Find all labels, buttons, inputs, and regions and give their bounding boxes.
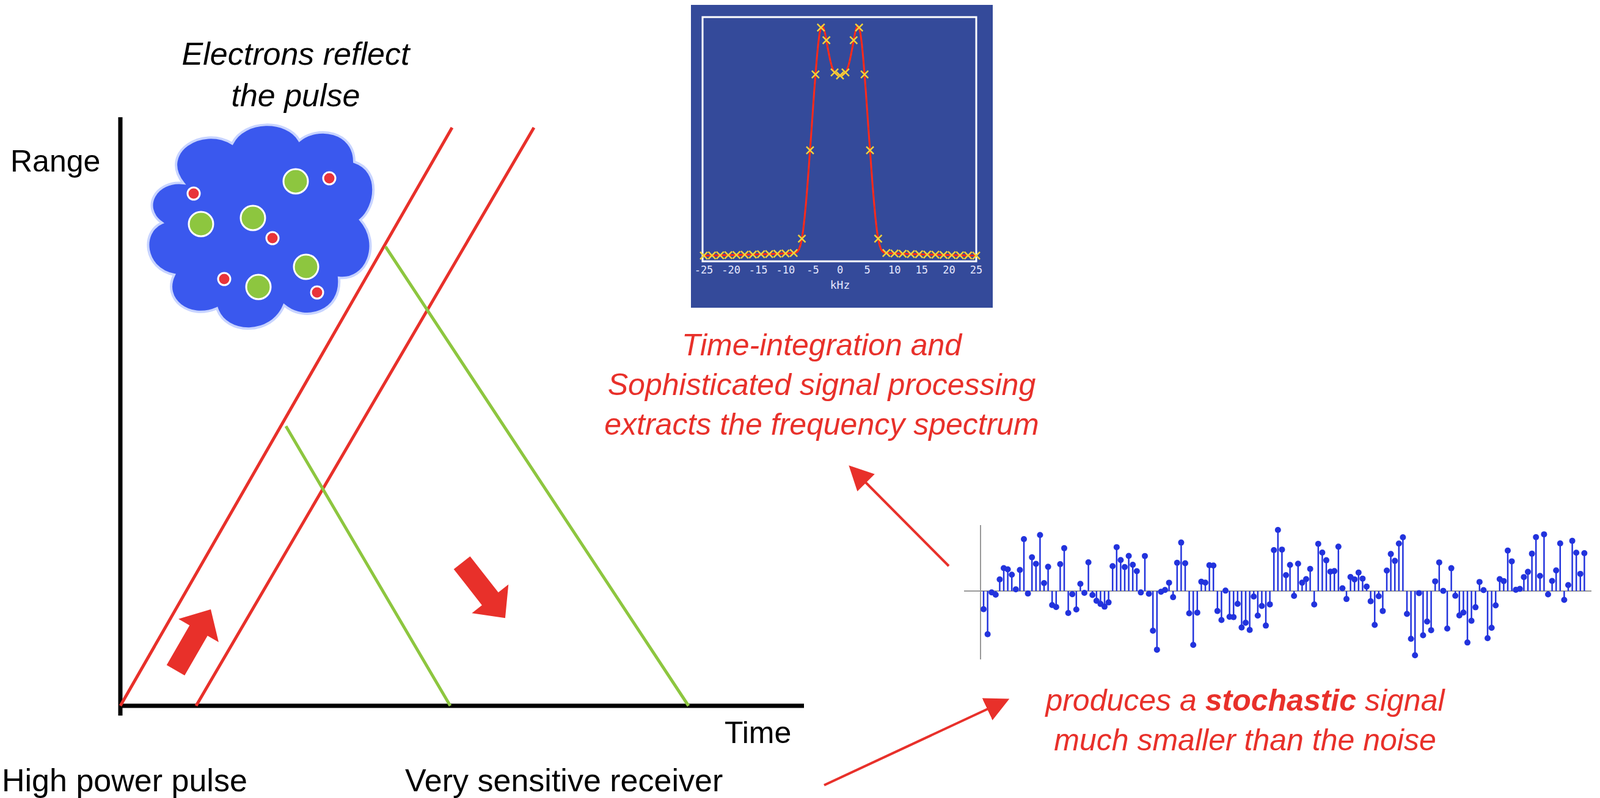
sample-mark	[765, 250, 773, 258]
direction-arrow	[443, 548, 524, 633]
sample-mark	[890, 249, 899, 258]
annotation-text: High power pulse	[1, 760, 248, 798]
sample-mark	[806, 146, 814, 154]
sample-mark	[855, 23, 863, 32]
spectrum-curve	[700, 23, 980, 260]
sample-mark	[700, 252, 708, 260]
leader-arrow	[852, 469, 949, 567]
sample-mark	[860, 70, 869, 79]
sample-mark	[811, 70, 820, 79]
sample-mark	[948, 251, 956, 260]
range-axis	[118, 117, 123, 716]
tick-label: 5	[863, 263, 870, 277]
sample-mark	[931, 251, 939, 259]
sample-mark	[781, 249, 790, 258]
sample-mark	[874, 235, 882, 243]
sample-mark	[964, 251, 972, 260]
tick-label: -20	[721, 263, 741, 277]
axis-unit: kHz	[830, 277, 851, 293]
sample-mark	[748, 251, 757, 259]
sample-mark	[849, 36, 858, 44]
sample-mark	[708, 251, 716, 260]
annotation-text: Time-integration andSophisticated signal…	[604, 325, 1040, 445]
spectrum-line	[703, 25, 977, 256]
tick-label: 20	[942, 263, 955, 277]
sample-mark	[907, 250, 915, 258]
time-axis	[118, 704, 804, 709]
sample-mark	[716, 251, 724, 260]
annotation-text: produces a stochastic signalmuch smaller…	[1045, 681, 1445, 761]
sample-mark	[773, 250, 781, 258]
sample-mark	[915, 250, 923, 258]
sample-mark	[817, 23, 825, 32]
sample-mark	[724, 251, 732, 260]
sample-mark	[939, 251, 947, 260]
particles	[187, 169, 336, 300]
echo-line	[285, 426, 451, 707]
annotation-text: Range	[10, 141, 101, 182]
sample-mark	[899, 250, 907, 258]
sample-mark	[798, 235, 806, 243]
sample-mark	[956, 251, 964, 260]
tick-label: 10	[888, 263, 901, 277]
plot-frame	[702, 17, 977, 262]
sample-mark	[841, 69, 850, 77]
tick-label: -10	[775, 263, 795, 277]
sample-mark	[733, 251, 741, 260]
leader-arrow	[824, 701, 1005, 786]
annotation-text: Electrons reflectthe pulse	[182, 33, 410, 117]
sample-mark	[757, 250, 765, 258]
sample-mark	[741, 251, 749, 259]
signal-axis	[979, 525, 982, 660]
tick-label: -25	[694, 263, 714, 277]
sample-mark	[882, 249, 891, 257]
stochastic-signal	[980, 527, 1588, 659]
sample-mark	[972, 252, 980, 260]
annotation-text: Time	[724, 713, 792, 754]
tick-label: 0	[836, 263, 844, 277]
echo-line	[385, 246, 689, 707]
sample-mark	[866, 146, 874, 154]
tick-label: -15	[748, 263, 768, 277]
tick-label: 15	[915, 263, 928, 277]
tick-label: 25	[970, 263, 983, 277]
tick-label: -5	[806, 263, 819, 277]
sample-mark	[822, 36, 831, 44]
annotation-text: Very sensitive receiver	[405, 760, 723, 798]
sample-mark	[789, 249, 798, 257]
spectrum-panel	[690, 4, 993, 308]
direction-arrow	[155, 598, 231, 683]
electron-cloud	[147, 124, 374, 329]
sample-mark	[923, 251, 932, 259]
